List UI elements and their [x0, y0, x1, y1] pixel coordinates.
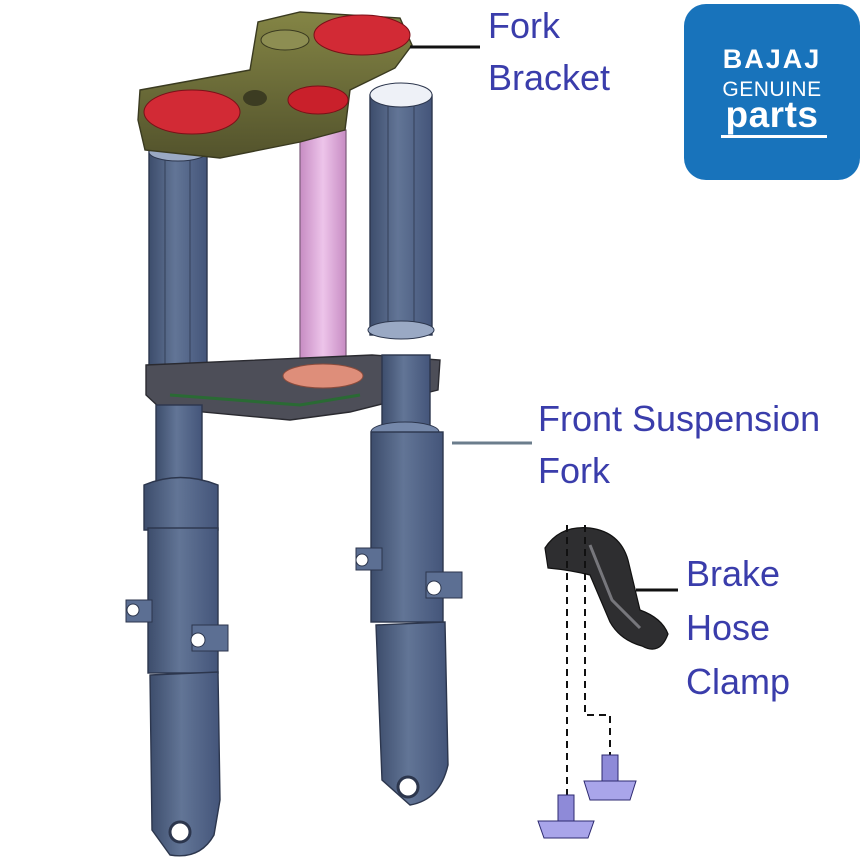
logo-genuine: GENUINE — [722, 78, 822, 101]
right-lower-slider — [355, 354, 463, 806]
brake-hose-clamp-part — [544, 527, 669, 650]
bolt-guides — [566, 525, 611, 800]
right-upper-tube — [367, 82, 435, 340]
lower-bracket — [145, 354, 441, 421]
brake-hose-clamp-label: Brake Hose Clamp — [686, 547, 790, 709]
front-suspension-fork-label: Front Suspension Fork — [538, 393, 820, 497]
fork-bracket-label-line2: Bracket — [488, 57, 611, 98]
bajaj-genuine-parts-logo: BAJAJ GENUINE parts — [684, 4, 860, 180]
bolt-left — [537, 794, 595, 839]
left-upper-tube — [148, 142, 208, 381]
front-fork-label-line2: Fork — [538, 450, 610, 491]
brake-clamp-label-line3: Clamp — [686, 661, 791, 702]
bolt-right — [583, 754, 637, 801]
logo-brand: BAJAJ — [722, 44, 822, 74]
fork-bracket-part — [137, 11, 413, 159]
fork-bracket-label-line1: Fork — [488, 5, 560, 46]
logo-underline — [721, 135, 827, 138]
fork-bracket-label: Fork Bracket — [488, 0, 610, 104]
front-fork-label-line1: Front Suspension — [538, 398, 821, 439]
brake-clamp-label-line2: Hose — [686, 607, 771, 648]
steering-stem — [286, 129, 360, 385]
brake-clamp-label-line1: Brake — [686, 553, 781, 594]
left-lower-slider — [125, 404, 229, 857]
logo-parts: parts — [725, 94, 819, 135]
